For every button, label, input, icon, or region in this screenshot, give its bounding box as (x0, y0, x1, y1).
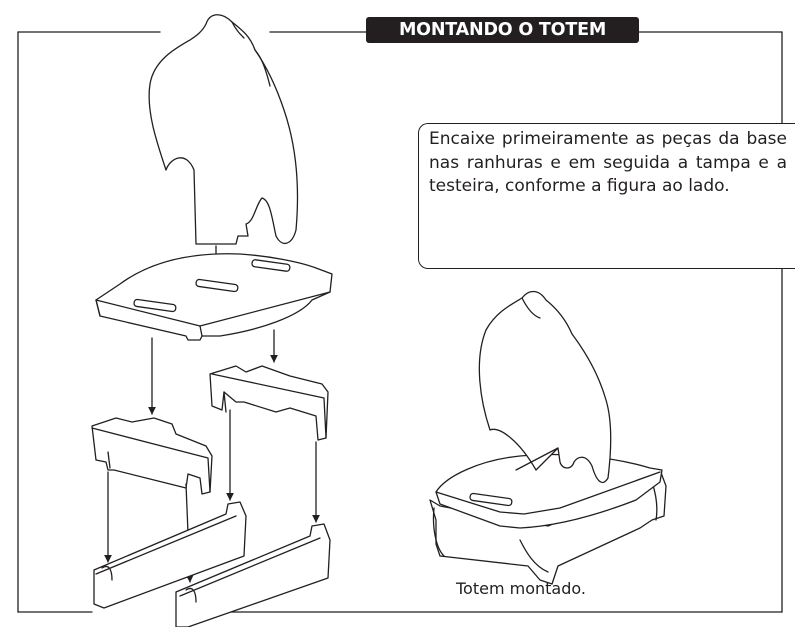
assembled-caption: Totem montado. (456, 579, 586, 598)
outer-frame (17, 31, 783, 613)
exploded-support-left (91, 417, 213, 495)
exploded-lid-plate (95, 253, 333, 341)
exploded-support-right (209, 365, 329, 441)
page-title: MONTANDO O TOTEM (366, 17, 639, 43)
instruction-note: Encaixe primeiramente as peças da base n… (418, 123, 795, 269)
assembled-totem (429, 290, 667, 585)
exploded-rail-front (175, 523, 331, 627)
exploded-header-piece (148, 14, 299, 245)
exploded-rail-back (93, 501, 247, 609)
